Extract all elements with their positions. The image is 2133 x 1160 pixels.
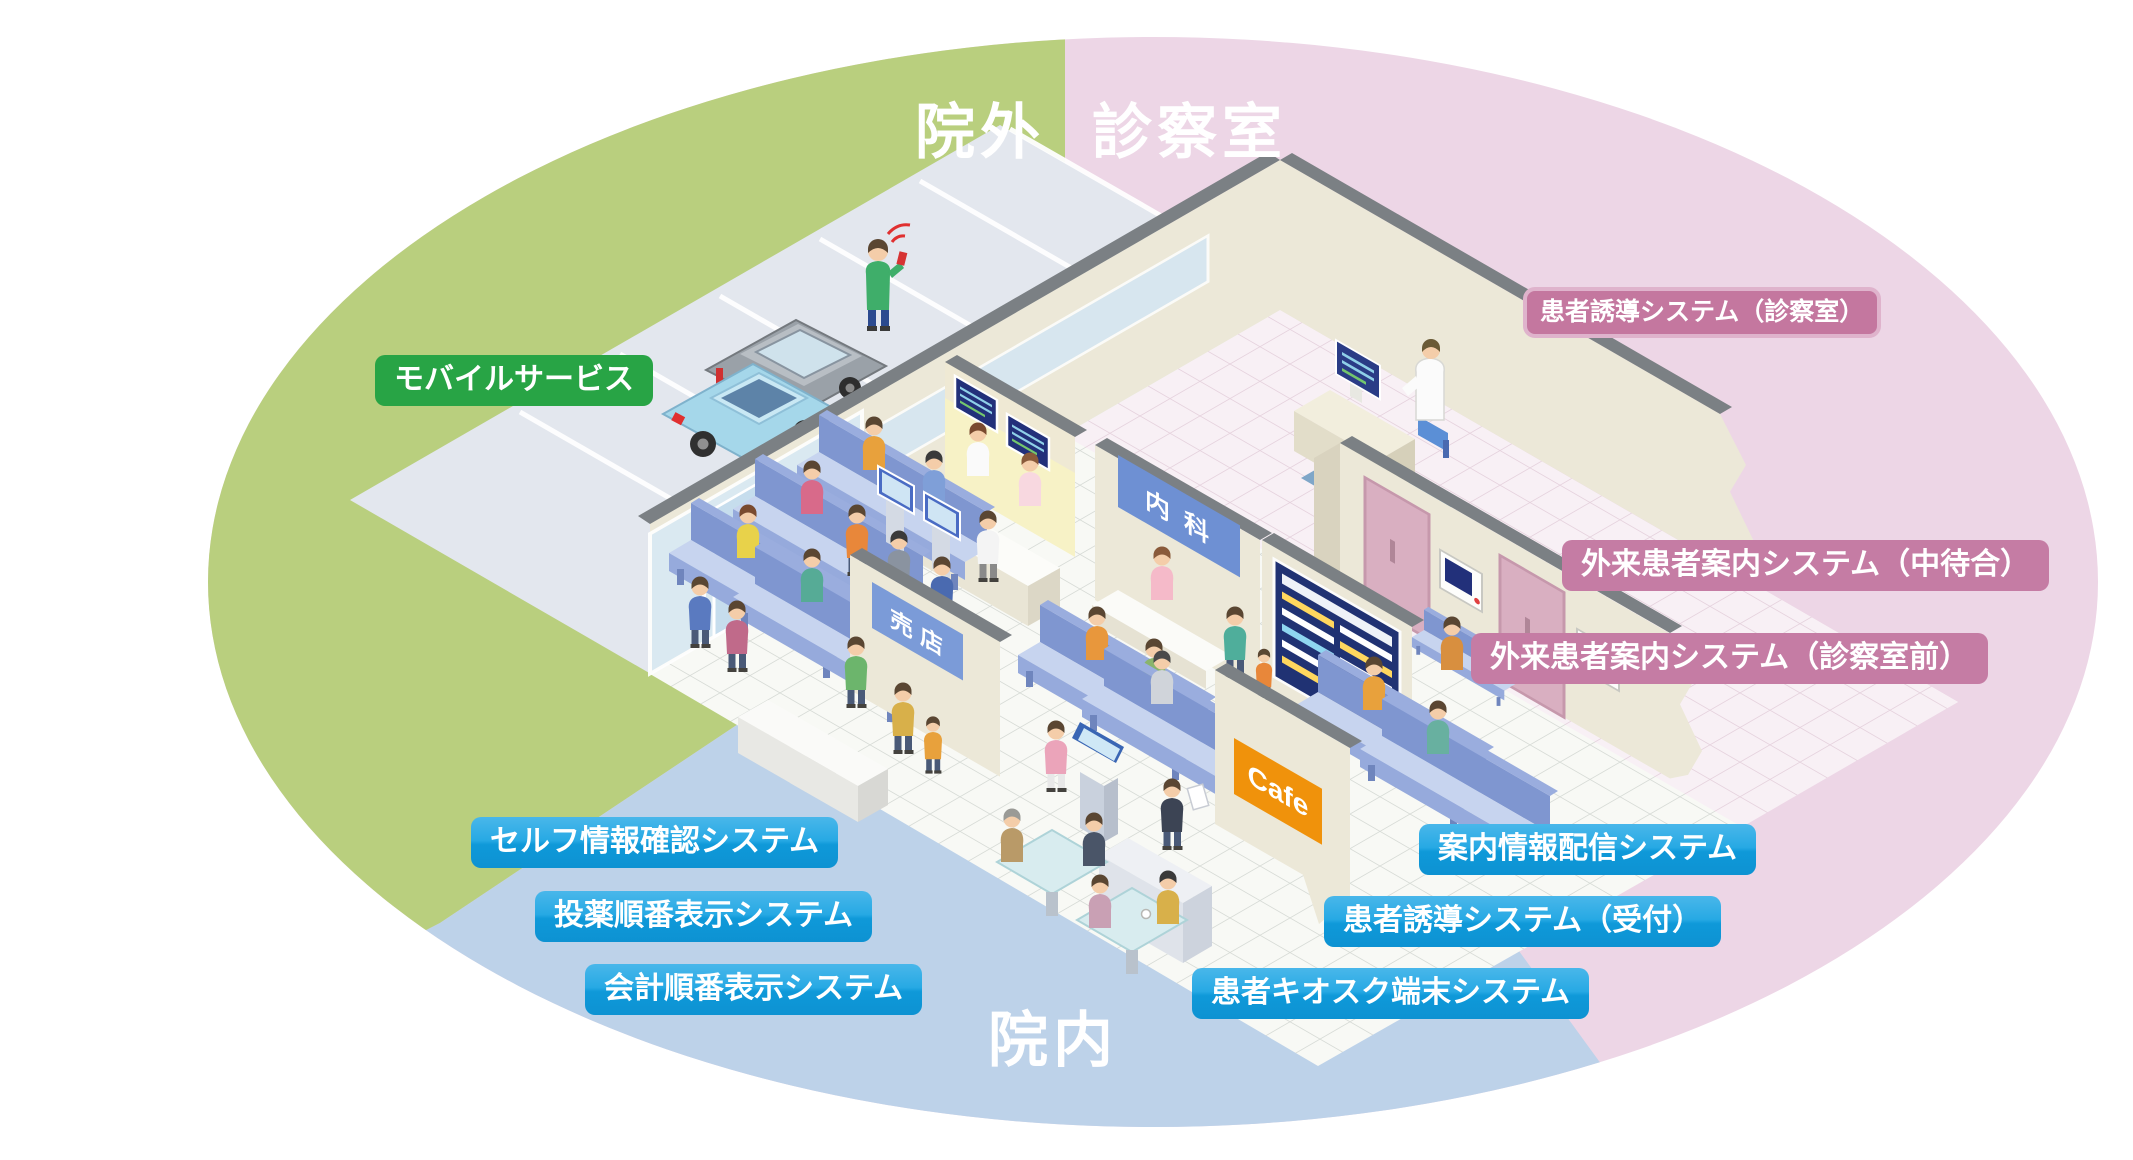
seated-patient xyxy=(1440,616,1464,670)
reception-monitor-icon xyxy=(953,373,999,434)
cup-icon xyxy=(1140,908,1152,920)
perimeter-wall xyxy=(1280,153,1754,567)
label-patient-guidance-reception: 患者誘導システム（受付） xyxy=(1324,896,1722,947)
exam-desk-monitor xyxy=(1335,338,1381,404)
label-medication-order-display: 投薬順番表示システム xyxy=(535,891,873,942)
reception-staff xyxy=(1018,452,1042,506)
door-display-panel xyxy=(1439,548,1483,614)
label-self-info-check: セルフ情報確認システム xyxy=(471,817,839,868)
car-sedan xyxy=(660,362,836,460)
phone-user xyxy=(865,223,911,331)
seated-patient xyxy=(800,460,824,514)
label-guide-info-delivery: 案内情報配信システム xyxy=(1419,824,1757,875)
cafe-patron xyxy=(1156,870,1180,924)
checkin-kiosk-area xyxy=(688,464,1000,672)
reception-monitor-icon xyxy=(1005,411,1051,473)
seated-patient xyxy=(1150,650,1174,704)
label-mobile-service: モバイルサービス xyxy=(375,355,653,406)
label-patient-guidance-exam: 患者誘導システム（診察室） xyxy=(1523,287,1882,338)
wall-cap xyxy=(1262,533,1424,627)
seated-patient xyxy=(862,416,886,470)
wall-cap xyxy=(1215,663,1362,748)
label-outpatient-guide-exam-front: 外来患者案内システム（診察室前） xyxy=(1471,633,1989,684)
seated-patient xyxy=(1426,700,1450,754)
wall-cap xyxy=(1280,153,1732,414)
label-patient-kiosk-terminal: 患者キオスク端末システム xyxy=(1192,968,1590,1019)
zone-title-inside: 院内 xyxy=(988,1007,1118,1074)
wall-cap xyxy=(1095,438,1272,540)
reception-staff xyxy=(966,422,990,476)
signal-waves-icon xyxy=(886,223,911,243)
cafe-patron xyxy=(1088,874,1112,928)
cafe-patron xyxy=(1000,808,1024,862)
wall-cap xyxy=(638,152,1280,524)
shop-counter xyxy=(738,700,888,822)
cafe-table xyxy=(995,828,1109,916)
zone-title-outside: 院外 xyxy=(915,99,1045,166)
zone-title-exam-room: 診察室 xyxy=(1092,99,1287,166)
held-card xyxy=(1186,783,1210,811)
naika-receptionist xyxy=(1150,546,1174,600)
parking-lot xyxy=(350,125,1301,674)
seated-patient xyxy=(800,548,824,602)
wall-cap xyxy=(945,355,1087,437)
seated-patient xyxy=(1362,656,1386,710)
label-outpatient-guide-mid-waiting: 外来患者案内システム（中待合） xyxy=(1562,540,2050,591)
label-billing-order-display: 会計順番表示システム xyxy=(585,964,923,1015)
exam-doctor xyxy=(1402,339,1449,458)
wall-cap xyxy=(850,548,1012,642)
cafe-patron xyxy=(1082,812,1106,866)
